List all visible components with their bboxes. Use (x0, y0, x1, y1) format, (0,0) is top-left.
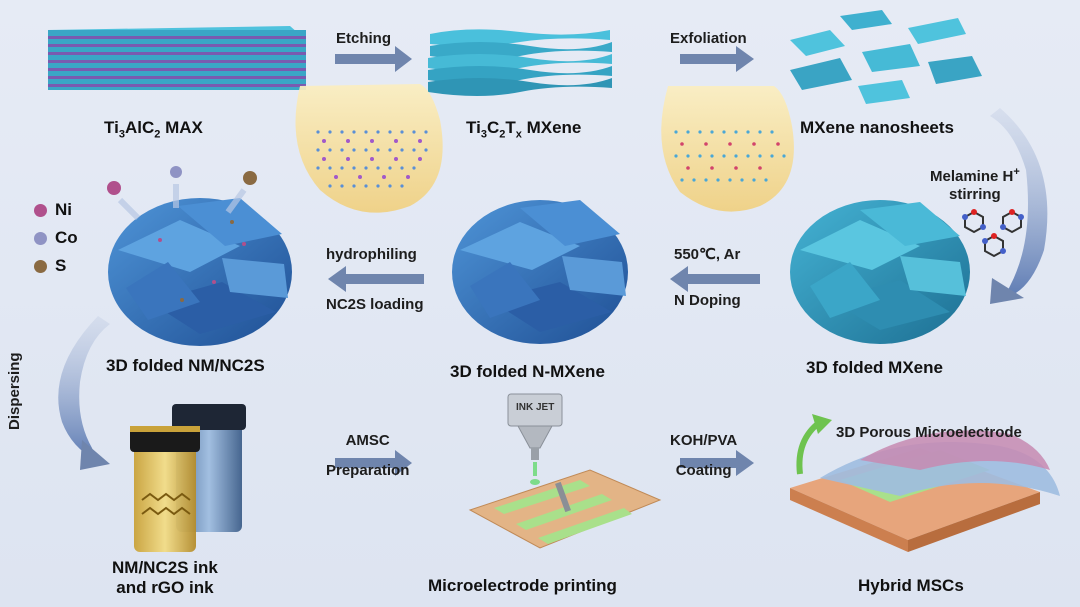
max-phase-slab (48, 26, 306, 90)
step-n-doping: N Doping (674, 292, 741, 309)
label-folded-nm-nc2s: 3D folded NM/NC2S (106, 356, 265, 375)
arrow-annealing (670, 266, 760, 292)
printed-substrate (468, 469, 662, 549)
legend-s: S (34, 256, 66, 276)
ink-vials (130, 404, 246, 552)
zoom-bubble-mxene (661, 86, 794, 212)
label-ink: NM/NC2S ink and rGO ink (112, 558, 218, 597)
legend-ni: Ni (34, 200, 72, 220)
zoom-bubble-max (295, 84, 443, 213)
folded-nmxene-structure (452, 200, 628, 344)
folded-nm-nc2s-structure (108, 198, 292, 346)
ion-spheres (107, 166, 257, 221)
arrow-koh (680, 450, 754, 476)
legend-co: Co (34, 228, 78, 248)
step-etching: Etching (336, 30, 391, 47)
step-melamine: Melamine H+ stirring (930, 166, 1020, 203)
step-annealing: 550℃, Ar (674, 246, 741, 263)
inkjet-label: INK JET (516, 402, 555, 413)
hybrid-msc-device (790, 414, 1060, 552)
s-swatch (34, 259, 47, 273)
mxene-accordion (428, 29, 612, 96)
label-mxene: Ti3C2Tx MXene (466, 118, 582, 141)
arrow-etching (335, 46, 412, 72)
nanosheets (790, 10, 982, 104)
step-koh: KOH/PVA Coating (670, 432, 738, 479)
label-folded-nmxene: 3D folded N-MXene (450, 362, 605, 381)
step-exfoliation: Exfoliation (670, 30, 747, 47)
ni-swatch (34, 203, 47, 217)
curved-arrow-dispersing (58, 316, 110, 470)
label-nanosheets: MXene nanosheets (800, 118, 954, 137)
label-porous-electrode: 3D Porous Microelectrode (836, 424, 1022, 441)
label-max-phase: Ti3AlC2 MAX (104, 118, 203, 141)
arrow-amsc (335, 450, 412, 476)
label-folded-mxene: 3D folded MXene (806, 358, 943, 377)
co-swatch (34, 231, 47, 245)
arrow-hydrophiling (328, 266, 424, 292)
step-hydrophiling: hydrophiling (326, 246, 417, 263)
step-nc2s-loading: NC2S loading (326, 296, 424, 313)
inkjet-printer (507, 393, 563, 485)
curved-arrow-melamine (990, 108, 1048, 304)
melamine-molecules (962, 209, 1024, 258)
step-dispersing: Dispersing (6, 352, 23, 430)
label-hybrid: Hybrid MSCs (858, 576, 964, 595)
arrow-exfoliation (680, 46, 754, 72)
label-printing: Microelectrode printing (428, 576, 617, 595)
folded-mxene-structure (790, 200, 970, 344)
step-amsc: AMSC Preparation (326, 432, 410, 479)
